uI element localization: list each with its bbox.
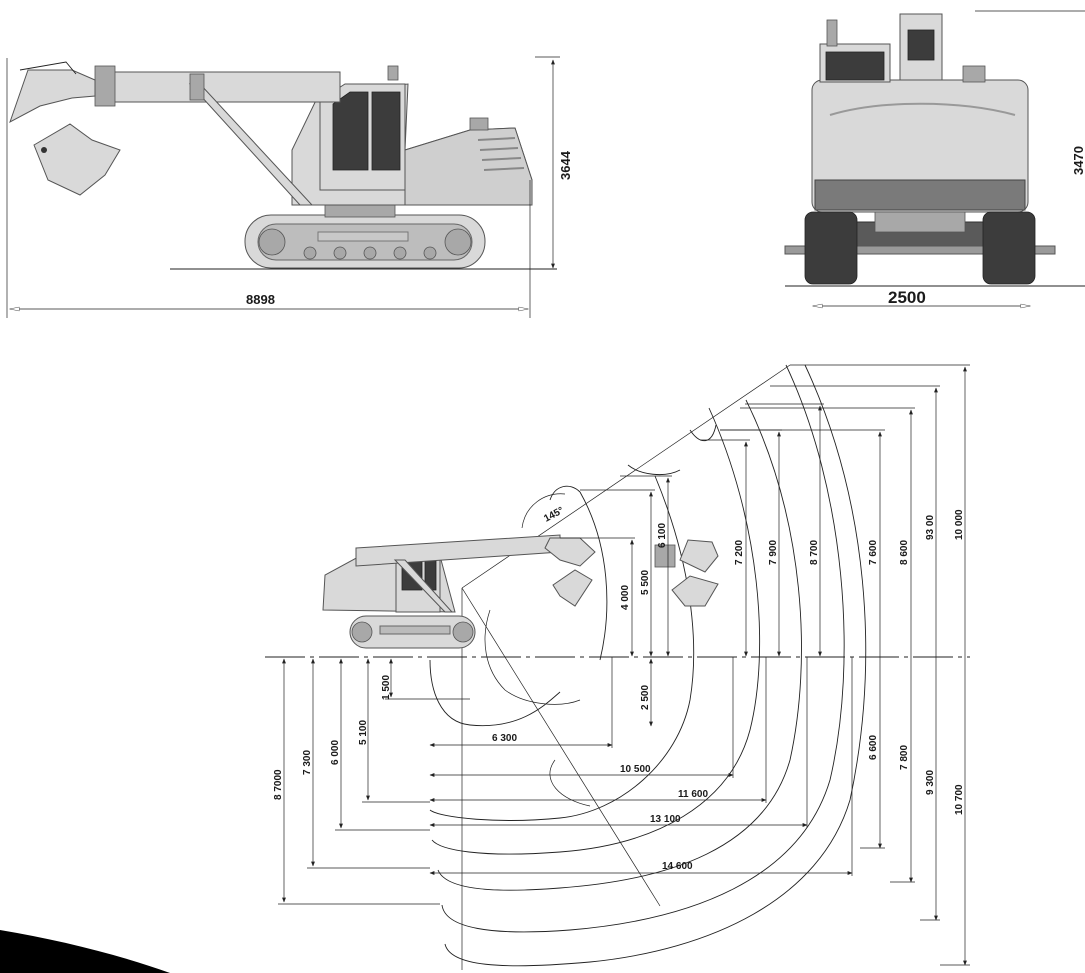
reach-label-10500: 10 500 — [620, 764, 651, 775]
side-height-dimension: 3644 — [558, 150, 573, 180]
working-range-arcs — [429, 364, 867, 967]
side-cab — [319, 83, 406, 191]
depth-label-5100: 5 100 — [358, 720, 369, 745]
height-label-7600: 7 600 — [868, 540, 879, 565]
side-boom — [94, 65, 399, 206]
front-left-track — [804, 211, 858, 285]
depth-label-9300: 9 300 — [925, 770, 936, 795]
front-height-dimension: 3470 — [1071, 146, 1085, 175]
height-label-4000: 4 000 — [620, 585, 631, 610]
decorative-swoosh — [0, 930, 170, 973]
working-range-diagram: 145° 4 000 5 500 6 100 7 200 7 900 8 700… — [265, 364, 970, 970]
height-label-8700: 8 700 — [809, 540, 820, 565]
height-label-6100: 6 100 — [657, 523, 668, 548]
side-length-dimension: 8898 — [246, 292, 275, 307]
front-view: 2500 3470 — [784, 10, 1085, 307]
reach-label-13100: 13 100 — [650, 814, 681, 825]
reach-label-14600: 14 600 — [662, 861, 693, 872]
front-right-track — [982, 211, 1036, 285]
side-bucket-detached — [33, 123, 121, 196]
depth-label-7800: 7 800 — [899, 745, 910, 770]
reach-dimension-lines — [429, 657, 853, 876]
height-label-5500: 5 500 — [640, 570, 651, 595]
depth-dimension-lines — [278, 658, 653, 905]
depth-label-1500: 1 500 — [381, 675, 392, 700]
side-view: 3644 8898 — [6, 56, 573, 318]
depth-label-7300: 7 300 — [302, 750, 313, 775]
boom-angle-label: 145° — [542, 505, 565, 524]
reach-label-11600: 11 600 — [678, 789, 708, 800]
height-dimension-lines — [560, 364, 970, 966]
side-track — [244, 214, 486, 269]
height-label-10000: 10 000 — [954, 509, 965, 540]
height-label-9300: 93 00 — [925, 515, 936, 540]
side-bucket — [9, 61, 96, 124]
depth-label-10700: 10 700 — [954, 784, 965, 815]
depth-label-87000: 8 7000 — [273, 769, 284, 800]
reach-label-6300: 6 300 — [492, 733, 517, 744]
working-range-excavator — [322, 534, 719, 649]
depth-label-6600: 6 600 — [868, 735, 879, 760]
front-width-dimension: 2500 — [888, 288, 926, 307]
height-label-7900: 7 900 — [768, 540, 779, 565]
depth-label-6000: 6 000 — [330, 740, 341, 765]
height-label-7200: 7 200 — [734, 540, 745, 565]
height-label-8600: 8 600 — [899, 540, 910, 565]
depth-label-2500: 2 500 — [640, 685, 651, 710]
